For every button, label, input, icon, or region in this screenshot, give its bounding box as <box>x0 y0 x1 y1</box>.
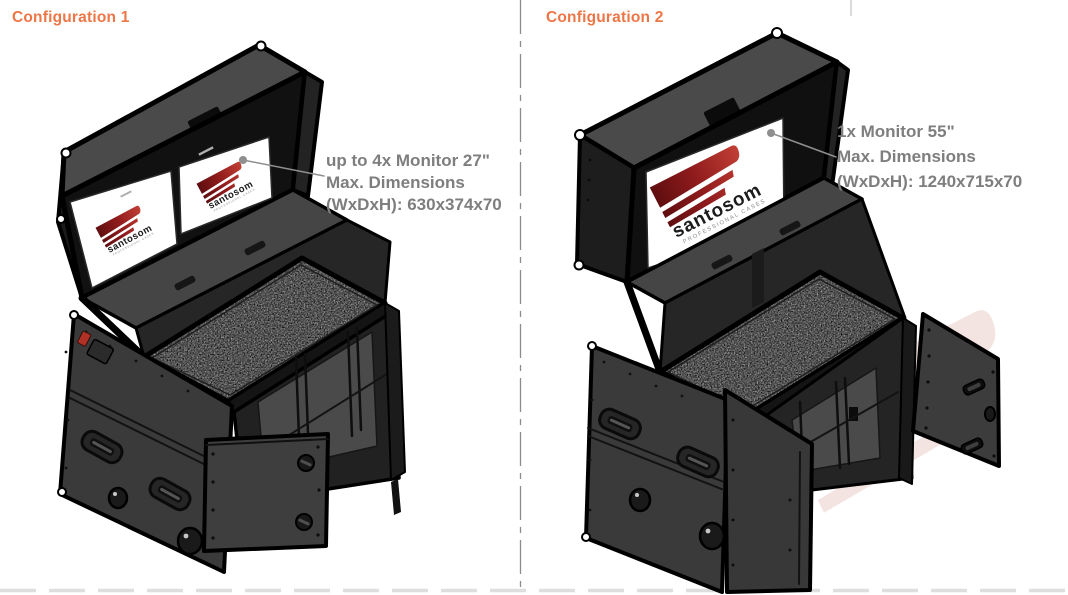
recessed-handle <box>148 476 192 512</box>
door-stay-strip <box>391 479 401 515</box>
config1-open-door <box>202 432 330 553</box>
door-screws <box>211 445 321 540</box>
rack-connector <box>849 407 858 421</box>
config2-leader-line <box>767 129 837 158</box>
recessed-handle <box>80 429 124 465</box>
config1-body <box>56 40 406 574</box>
config1-case-illustration: santosom PROFESSIONAL CASES santosom PRO… <box>56 40 406 574</box>
config2-body <box>573 27 1001 594</box>
config2-open-door <box>911 312 1001 468</box>
lid-frame-label <box>198 146 214 156</box>
recessed-handle <box>598 407 642 441</box>
door-hole <box>984 406 996 422</box>
config2-title: Configuration 2 <box>546 9 664 26</box>
config1-annotation: up to 4x Monitor 27" Max. Dimensions (Wx… <box>326 150 502 216</box>
shelf-slot <box>779 220 801 236</box>
config2-annotation: 1x Monitor 55" Max. Dimensions (WxDxH): … <box>837 119 1022 194</box>
right-jamb-column <box>384 302 406 481</box>
red-latch <box>77 330 92 347</box>
config2-case-illustration: santosom PROFESSIONAL CASES <box>573 27 1001 594</box>
leader-dot <box>239 156 247 164</box>
config1-lid: santosom PROFESSIONAL CASES santosom PRO… <box>56 42 324 301</box>
config1-title: Configuration 1 <box>12 9 130 26</box>
annotation-line: Max. Dimensions <box>326 173 465 192</box>
lid-right-end <box>291 70 324 198</box>
lid-handle-cutout <box>703 97 741 127</box>
void-post <box>752 248 764 308</box>
shelf-slot <box>174 275 196 291</box>
corner-balls <box>56 40 267 497</box>
corner-balls <box>573 27 783 542</box>
annotation-line: Max. Dimensions <box>837 147 976 166</box>
rivets <box>588 360 684 512</box>
leader-dot <box>767 129 775 137</box>
shelf-slot <box>711 254 733 270</box>
config1-leader-line <box>239 156 325 177</box>
annotation-line: 1x Monitor 55" <box>837 122 955 141</box>
front-left-panel <box>58 312 234 574</box>
door-handle-slot <box>960 437 984 455</box>
door-screws <box>924 328 996 458</box>
butterfly-latch <box>86 338 114 365</box>
door-latch <box>295 454 315 531</box>
lid-frame-label <box>120 190 132 198</box>
annotation-line: up to 4x Monitor 27" <box>326 151 490 170</box>
caster-wheel <box>176 526 204 556</box>
right-jamb-column <box>898 317 917 485</box>
caster-wheel <box>698 521 726 551</box>
caster-wheel <box>107 486 129 510</box>
caster-wheel <box>628 487 652 513</box>
rivets <box>731 418 792 567</box>
front-left-panel <box>584 344 730 594</box>
annotation-line: (WxDxH): 630x374x70 <box>326 195 502 214</box>
recessed-handle <box>676 445 720 479</box>
shelf-slot <box>244 240 266 256</box>
middle-front-panel <box>723 388 814 594</box>
door-handle-slot <box>962 378 986 396</box>
annotation-line: (WxDxH): 1240x715x70 <box>837 172 1023 191</box>
rivets <box>586 158 592 202</box>
